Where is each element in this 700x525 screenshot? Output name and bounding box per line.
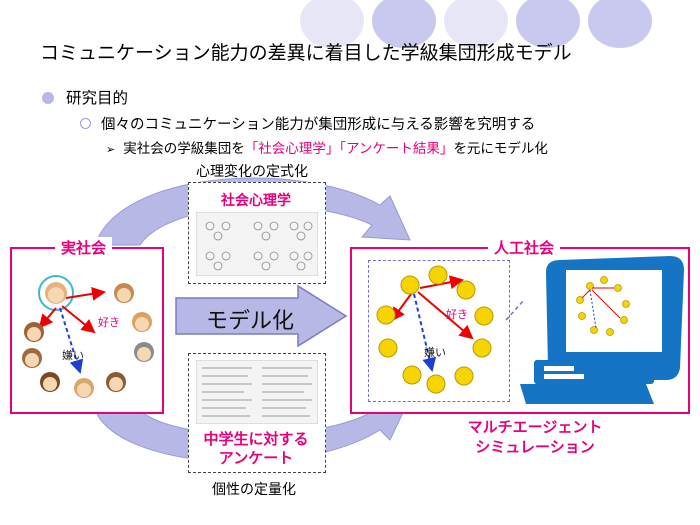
- real-society-network: [22, 275, 154, 398]
- simulation-label-line2: シミュレーション: [475, 438, 595, 456]
- bullet-level2-text: 個々のコミュニケーション能力が集団形成に与える影響を究明する: [101, 117, 536, 133]
- simulation-label-line1: マルチエージェント: [467, 418, 603, 436]
- bullet-level3-prefix: 実社会の学級集団を: [123, 141, 245, 157]
- artificial-society-title: 人工社会: [488, 237, 561, 258]
- bullet-arrow-icon: ➢: [106, 143, 116, 156]
- questionnaire-label-line1: 中学生に対する: [203, 430, 309, 448]
- slide-title: コミュニケーション能力の差異に着目した学級集団形成モデル: [40, 42, 572, 64]
- highlight-ring: [38, 275, 74, 311]
- agent-area: [368, 260, 510, 402]
- questionnaire-thumbnail: [196, 360, 318, 424]
- social-psychology-thumbnail: [196, 212, 318, 276]
- questionnaire-label-line2: アンケート: [218, 449, 294, 467]
- bullet-level1-text: 研究目的: [66, 89, 129, 107]
- bullet-level1: 研究目的: [42, 86, 128, 108]
- artificial-like-label: 好き: [446, 308, 468, 321]
- bottom-caption: 個性の定量化: [212, 482, 296, 498]
- decor-circle-1: [300, 0, 364, 48]
- smiley-agents: [376, 265, 494, 394]
- real-society-title: 実社会: [55, 237, 113, 258]
- decor-circle-3: [444, 0, 508, 48]
- decor-circle-4: [516, 0, 580, 48]
- computer-icon: [520, 256, 684, 404]
- decor-circle-2: [372, 0, 436, 48]
- person-faces: [22, 282, 154, 398]
- top-caption: 心理変化の定式化: [196, 164, 308, 180]
- bullet-level3-highlight: 「社会心理学」「アンケート結果」: [244, 141, 454, 157]
- bullet-level3: ➢ 実社会の学級集団を「社会心理学」「アンケート結果」を元にモデル化: [106, 137, 548, 157]
- real-like-label: 好き: [98, 316, 120, 329]
- decor-circle-5: [588, 0, 652, 48]
- bullet-dot-icon: [42, 92, 54, 104]
- bullet-level2: 個々のコミュニケーション能力が集団形成に与える影響を究明する: [80, 113, 535, 134]
- artificial-dislike-label: 嫌い: [424, 346, 446, 359]
- model-arrow: [175, 284, 348, 348]
- bullet-level3-suffix: を元にモデル化: [453, 141, 548, 157]
- model-arrow-label: モデル化: [206, 309, 295, 334]
- real-dislike-label: 嫌い: [62, 349, 84, 362]
- bullet-ring-icon: [80, 118, 91, 129]
- social-psychology-label: 社会心理学: [221, 193, 291, 209]
- agent-network: [376, 265, 525, 394]
